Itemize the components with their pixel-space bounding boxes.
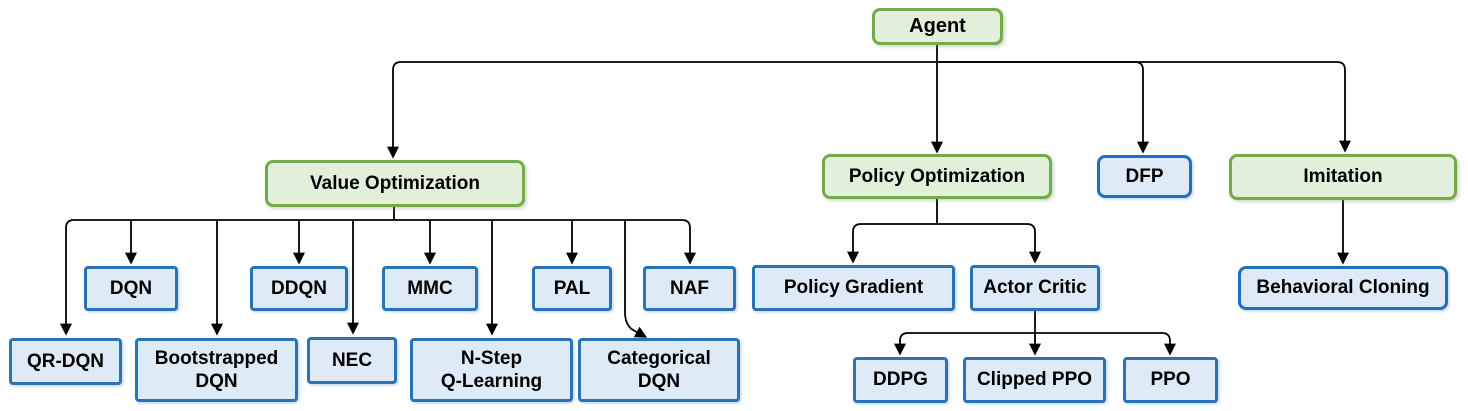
node-clipped-ppo: Clipped PPO [963, 357, 1106, 403]
node-imitation: Imitation [1229, 154, 1457, 200]
node-agent: Agent [872, 8, 1003, 45]
node-naf: NAF [643, 266, 736, 311]
node-mmc: MMC [382, 266, 478, 311]
node-categorical-dqn: Categorical DQN [578, 338, 740, 402]
node-policy-optimization: Policy Optimization [822, 154, 1052, 199]
node-n-step-q-learning: N-Step Q-Learning [410, 338, 573, 402]
node-pal: PAL [532, 266, 612, 311]
node-policy-gradient: Policy Gradient [752, 265, 955, 311]
node-bootstrapped-dqn: Bootstrapped DQN [135, 338, 298, 402]
edges-actor-critic [894, 311, 1176, 356]
node-actor-critic: Actor Critic [970, 265, 1100, 311]
node-ddqn: DDQN [250, 266, 348, 311]
node-nec: NEC [307, 337, 397, 384]
node-behavioral-cloning: Behavioral Cloning [1238, 266, 1448, 310]
node-dfp: DFP [1097, 155, 1192, 198]
edges-value-optimization [60, 207, 696, 338]
node-ppo: PPO [1123, 357, 1218, 403]
edges-policy-optimization [847, 199, 1041, 264]
edges-agent [387, 45, 1351, 159]
node-qr-dqn: QR-DQN [9, 338, 122, 385]
node-dqn: DQN [84, 266, 178, 311]
node-value-optimization: Value Optimization [265, 160, 525, 207]
node-ddpg: DDPG [853, 357, 948, 403]
